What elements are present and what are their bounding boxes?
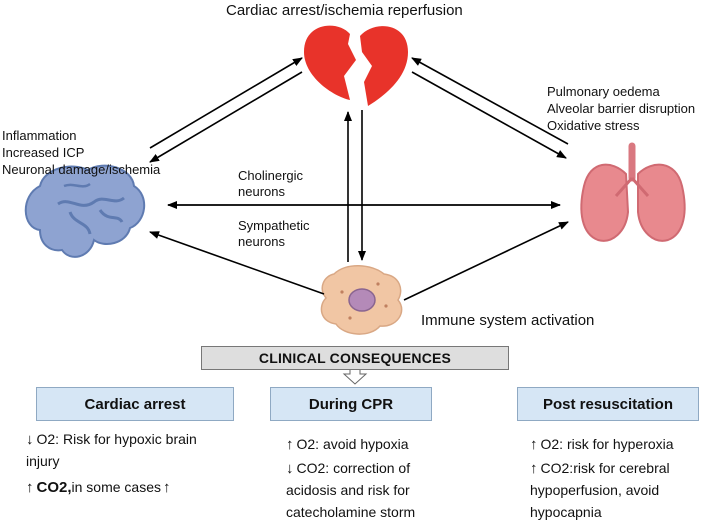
brain-effect-icp: Increased ICP — [2, 145, 85, 160]
during-cpr-box: During CPR — [270, 387, 432, 421]
consequence-text: hypocapnia — [530, 504, 602, 520]
up-arrow-icon: ↑ — [163, 479, 171, 496]
consequence-line: ↓O2: Risk for hypoxic brain — [26, 431, 197, 450]
consequence-text: risk for hyperoxia — [563, 436, 674, 452]
consequence-line: ↑O2: avoid hypoxia — [286, 436, 409, 455]
gas-parameter: O2: — [36, 431, 60, 447]
consequence-text: acidosis and risk for — [286, 482, 410, 498]
cardiac-arrest-box: Cardiac arrest — [36, 387, 234, 421]
up-arrow-icon: ↑ — [530, 460, 538, 477]
gas-parameter: CO2, — [36, 479, 72, 496]
post-resuscitation-box: Post resuscitation — [517, 387, 699, 421]
consequence-line: hypoperfusion, avoid — [530, 482, 659, 500]
consequence-text: avoid hypoxia — [319, 436, 409, 452]
consequence-text: risk for cerebral — [573, 460, 670, 476]
sympathetic-label-2: neurons — [238, 234, 285, 249]
lung-effect-oedema: Pulmonary oedema — [547, 84, 660, 99]
consequence-line: catecholamine storm — [286, 504, 415, 522]
consequence-text: in some cases — [71, 479, 161, 495]
consequence-line: ↑CO2:risk for cerebral — [530, 460, 670, 479]
immune-label: Immune system activation — [421, 312, 595, 329]
down-arrow-icon: ↓ — [286, 460, 294, 477]
consequence-line: ↑CO2,in some cases↑ — [26, 479, 174, 498]
clinical-consequences-banner: CLINICAL CONSEQUENCES — [201, 346, 509, 370]
gas-parameter: CO2: — [296, 460, 330, 476]
consequence-line: injury — [26, 453, 59, 471]
brain-effect-inflammation: Inflammation — [2, 128, 77, 143]
cholinergic-label-2: neurons — [238, 184, 285, 199]
brain-effect-neuronal-damage: Neuronal damage/ischemia — [2, 162, 161, 177]
up-arrow-icon: ↑ — [26, 479, 34, 496]
up-arrow-icon: ↑ — [286, 436, 294, 453]
broken-heart-icon — [304, 25, 408, 106]
brain-icon — [24, 164, 145, 258]
lung-effect-alveolar: Alveolar barrier disruption — [547, 101, 696, 116]
immune-cell-icon — [320, 265, 403, 335]
gas-parameter: CO2: — [540, 460, 574, 476]
consequence-text: injury — [26, 453, 60, 469]
consequence-text: correction of — [329, 460, 411, 476]
gas-parameter: O2: — [540, 436, 564, 452]
consequence-line: hypocapnia — [530, 504, 602, 522]
consequence-text: hypoperfusion, avoid — [530, 482, 660, 498]
down-arrow-icon: ↓ — [26, 431, 34, 448]
cholinergic-label-1: Cholinergic — [238, 168, 304, 183]
gas-parameter: O2: — [296, 436, 320, 452]
consequence-line: ↓CO2: correction of — [286, 460, 410, 479]
consequence-line: acidosis and risk for — [286, 482, 410, 500]
diagram-title: Cardiac arrest/ischemia reperfusion — [226, 2, 463, 19]
lung-effect-oxidative: Oxidative stress — [547, 118, 640, 133]
consequence-line: ↑O2: risk for hyperoxia — [530, 436, 674, 455]
sympathetic-label-1: Sympathetic — [238, 218, 310, 233]
up-arrow-icon: ↑ — [530, 436, 538, 453]
consequence-text: Risk for hypoxic brain — [59, 431, 197, 447]
lungs-icon — [580, 142, 686, 242]
consequence-text: catecholamine storm — [286, 504, 416, 520]
